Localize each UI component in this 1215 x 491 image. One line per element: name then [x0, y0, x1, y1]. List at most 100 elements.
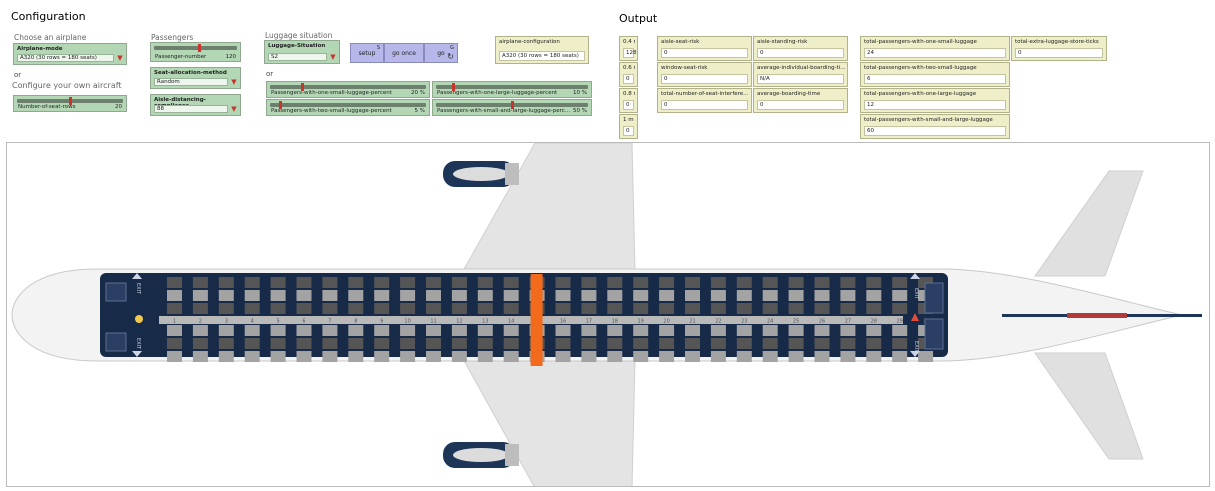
monitor-label: total-passengers-with-two-small-luggage: [864, 65, 977, 71]
seat: [892, 351, 908, 362]
airplane-mode-chooser[interactable]: Airplane-mode A320 (30 rows = 180 seats)…: [13, 43, 127, 65]
seat: [296, 338, 312, 349]
seat: [892, 290, 908, 301]
seat: [426, 290, 441, 301]
row-number: 22: [715, 319, 721, 325]
seat: [218, 351, 234, 362]
chevron-down-icon[interactable]: ▼: [330, 53, 336, 61]
monitor-label: window-seat-risk: [661, 65, 708, 71]
go-once-button[interactable]: go once: [384, 43, 424, 63]
go-once-label: go once: [392, 50, 416, 57]
seat-rows-label: Number-of-seat-rows: [18, 104, 76, 110]
seat: [218, 325, 234, 336]
chevron-down-icon[interactable]: ▼: [231, 105, 237, 113]
two-small-slider[interactable]: Passengers-with-two-small-luggage-percen…: [266, 99, 430, 116]
small-and-large-value: 50 %: [573, 108, 587, 114]
row-number: 21: [689, 319, 695, 325]
seat: [866, 351, 882, 362]
seat: [244, 338, 260, 349]
slider-thumb[interactable]: [301, 83, 305, 91]
slider-thumb[interactable]: [198, 44, 202, 52]
seat: [296, 290, 312, 301]
chevron-down-icon[interactable]: ▼: [231, 78, 237, 86]
seat: [451, 338, 467, 349]
seat: [296, 351, 312, 362]
go-button[interactable]: go G ↻: [424, 43, 458, 63]
seat: [814, 325, 830, 336]
slider-thumb[interactable]: [511, 101, 514, 109]
row-number: 9: [380, 319, 383, 325]
row-number: 3: [225, 319, 228, 325]
slider-track[interactable]: [154, 46, 237, 50]
aisle-distancing-value: 88: [154, 105, 228, 113]
seat: [244, 277, 260, 288]
seat: [477, 351, 493, 362]
airplane-configuration-monitor: airplane-configuration A320 (30 rows = 1…: [495, 36, 589, 64]
seat: [348, 351, 364, 362]
monitor-value: 0: [757, 48, 844, 58]
seat: [685, 338, 700, 349]
seat-allocation-chooser[interactable]: Seat-allocation-method Random ▼: [150, 67, 241, 89]
luggage-situation-chooser[interactable]: Luggage-Situation S2 ▼: [264, 40, 340, 64]
seat: [659, 338, 675, 349]
seat: [270, 351, 286, 362]
tp-one-small-monitor: total-passengers-with-one-small-luggage …: [860, 36, 1010, 61]
exit-arrow-icon: [132, 273, 142, 279]
row-number: 10: [404, 319, 410, 325]
seat: [348, 277, 364, 288]
seat: [296, 303, 312, 314]
seat: [451, 290, 467, 301]
slider-thumb[interactable]: [69, 97, 72, 105]
seat: [426, 338, 441, 349]
seat: [218, 303, 234, 314]
passenger-number-value: 120: [225, 54, 237, 60]
aisle-seat-risk-monitor: aisle-seat-risk 0: [657, 36, 752, 61]
small-and-large-slider[interactable]: Passengers-with-small-and-large-luggage-…: [432, 99, 592, 116]
seat: [244, 351, 260, 362]
seat: [167, 277, 182, 288]
seat: [633, 303, 649, 314]
chevron-down-icon[interactable]: ▼: [117, 54, 123, 62]
seat: [503, 338, 519, 349]
seat: [710, 303, 726, 314]
slider-track[interactable]: [270, 85, 426, 89]
loop-icon: ↻: [447, 52, 454, 61]
seat: [840, 303, 856, 314]
seat: [736, 303, 752, 314]
monitor-label: airplane-configuration: [499, 39, 560, 45]
seat: [840, 277, 856, 288]
passenger-number-slider[interactable]: Passenger-number 120: [150, 42, 241, 62]
distance-06-monitor: 0.6 m 0: [619, 62, 638, 87]
aisle-distancing-chooser[interactable]: Aisle-distancing-compliance 88 ▼: [150, 94, 241, 116]
slider-thumb[interactable]: [451, 83, 455, 91]
slider-track[interactable]: [436, 85, 588, 89]
seat-rows-slider[interactable]: Number-of-seat-rows 20: [13, 95, 127, 112]
seat: [348, 303, 364, 314]
seat: [685, 351, 700, 362]
seat: [710, 290, 726, 301]
seat: [477, 290, 493, 301]
row-number: 24: [767, 319, 773, 325]
row-number: 28: [871, 319, 877, 325]
setup-button[interactable]: setup S: [350, 43, 384, 63]
seat: [607, 325, 623, 336]
seat: [762, 325, 778, 336]
slider-track[interactable]: [270, 103, 426, 107]
monitor-value: 0: [661, 48, 748, 58]
configure-own-label: Configure your own aircraft: [12, 81, 122, 90]
slider-thumb[interactable]: [278, 101, 282, 109]
row-number: 19: [638, 319, 644, 325]
or-label: or: [266, 70, 274, 78]
seat: [736, 338, 752, 349]
one-small-label: Passengers-with-one-small-luggage-percen…: [271, 90, 392, 96]
row-number: 27: [845, 319, 851, 325]
seat: [348, 338, 364, 349]
one-large-slider[interactable]: Passengers-with-one-large-luggage-percen…: [432, 81, 592, 98]
small-and-large-label: Passengers-with-small-and-large-luggage-…: [437, 108, 571, 114]
seat: [814, 290, 830, 301]
one-small-slider[interactable]: Passengers-with-one-small-luggage-percen…: [266, 81, 430, 98]
configuration-title: Configuration: [11, 10, 86, 23]
row-number: 2: [199, 319, 202, 325]
seat: [348, 290, 364, 301]
world-view[interactable]: 1234567891011121314151617181920212223242…: [6, 142, 1210, 487]
